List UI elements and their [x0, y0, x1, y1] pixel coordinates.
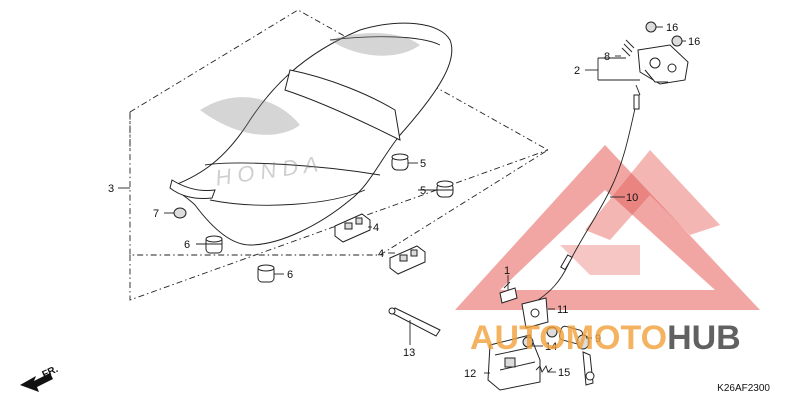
lock-bracket-11: [521, 297, 549, 329]
watermark-brand-part2: HUB: [667, 319, 741, 357]
seat-lock-cable: [537, 94, 640, 301]
lock-housing-12: [487, 334, 541, 391]
watermark-logo: [455, 145, 760, 310]
callout-15: 15: [558, 367, 570, 379]
callout-1: 1: [504, 265, 510, 277]
callout-14: 14: [545, 341, 557, 353]
callout-16a: 16: [666, 22, 678, 34]
callout-11: 11: [557, 304, 568, 316]
rubber-7: [173, 207, 187, 219]
rubber-cushion-5a: [391, 153, 409, 171]
callout-8: 8: [604, 51, 610, 63]
seat-strap-13: [388, 307, 441, 337]
callout-12: 12: [464, 368, 476, 380]
callout-5b: 5: [420, 185, 426, 197]
svg-text:AUTOMOTOHUB: AUTOMOTOHUB: [470, 319, 741, 357]
seat: H O N D A: [169, 22, 453, 246]
rubber-cushion-6b: [257, 264, 275, 283]
spring-15: [535, 364, 553, 374]
rubber-cushion-6a: [205, 235, 223, 254]
leader-lines: [118, 26, 686, 374]
screw-14: [522, 336, 534, 348]
cable-clip-1: [499, 281, 518, 304]
callouts: 1 2 3 4 4 5 5 6 6 7 8 9 10 11 12 13 14 1…: [108, 22, 700, 380]
direction-label: FR.: [41, 364, 60, 381]
callout-6a: 6: [184, 239, 190, 251]
callout-6b: 6: [287, 269, 293, 281]
seat-assembly-outline: [129, 9, 549, 301]
callout-10: 10: [626, 192, 638, 204]
seat-lock-latch: [621, 21, 689, 96]
seat-bracket-4a: [334, 213, 371, 243]
seat-bracket-4b: [389, 245, 426, 275]
callout-3: 3: [108, 183, 114, 195]
key-cylinder: [546, 325, 595, 386]
rubber-cushion-5b: [436, 180, 454, 198]
front-direction-arrow: FR.: [20, 364, 60, 392]
callout-2: 2: [574, 65, 580, 77]
callout-5a: 5: [420, 158, 426, 170]
callout-9: 9: [595, 333, 601, 345]
watermark-brand-part1: AUTOMOTO: [470, 319, 667, 357]
watermark-brand: AUTOMOTOHUB: [470, 319, 741, 357]
callout-16b: 16: [688, 36, 700, 48]
callout-7: 7: [153, 208, 159, 220]
callout-4a: 4: [373, 222, 379, 234]
diagram-code: K26AF2300: [717, 383, 770, 394]
callout-4b: 4: [378, 248, 384, 260]
callout-13: 13: [403, 347, 415, 359]
